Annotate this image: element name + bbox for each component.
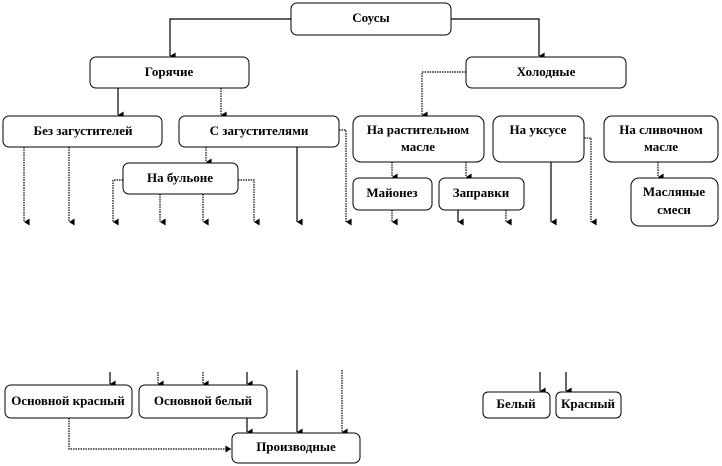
svg-text:На бульоне: На бульоне (147, 170, 213, 185)
node-mayonnaise: Майонез (352, 177, 433, 211)
svg-text:Горячие: Горячие (145, 64, 194, 79)
svg-text:На растительном: На растительном (367, 122, 469, 137)
node-butter-mixtures: Масляные смеси (630, 177, 719, 227)
svg-text:смеси: смеси (657, 202, 691, 217)
svg-text:масле: масле (644, 139, 678, 154)
svg-text:Основной белый: Основной белый (154, 393, 253, 408)
svg-text:На сливочном: На сливочном (619, 122, 703, 137)
node-basic-red: Основной красный (4, 384, 133, 419)
edge-red-derivatives (68, 418, 231, 453)
node-sauces: Соусы (290, 2, 452, 36)
svg-text:С загустителями: С загустителями (210, 123, 309, 138)
node-basic-white: Основной белый (138, 384, 268, 419)
svg-text:На уксусе: На уксусе (510, 122, 567, 137)
node-red: Красный (555, 391, 622, 419)
svg-text:Холодные: Холодные (517, 64, 576, 79)
edge-cold-veg-oil (421, 71, 466, 119)
node-dressings: Заправки (438, 177, 525, 211)
svg-text:Заправки: Заправки (453, 185, 510, 200)
node-with-thickener: С загустителями (178, 115, 340, 148)
edge-arrow (339, 129, 352, 226)
svg-text:Без загустителей: Без загустителей (34, 123, 133, 138)
svg-text:Производные: Производные (256, 439, 336, 454)
svg-text:Масляные: Масляные (643, 184, 706, 199)
node-derivatives: Производные (231, 432, 361, 464)
svg-text:Красный: Красный (561, 396, 616, 411)
node-butter: На сливочном масле (603, 115, 719, 163)
node-no-thickener: Без загустителей (2, 115, 163, 148)
edge-arrow (112, 179, 123, 226)
node-hot: Горячие (89, 56, 250, 89)
edge-arrow (238, 179, 260, 226)
svg-text:Основной красный: Основной красный (11, 393, 125, 408)
svg-text:Соусы: Соусы (352, 10, 389, 25)
node-cold: Холодные (465, 56, 627, 89)
svg-text:масле: масле (401, 139, 435, 154)
connectors (23, 18, 664, 453)
node-white: Белый (482, 391, 551, 419)
node-on-broth: На бульоне (122, 162, 239, 195)
edge-sauces-cold (451, 18, 545, 60)
node-vinegar: На уксусе (492, 115, 585, 163)
svg-text:Майонез: Майонез (366, 185, 417, 200)
node-vegetable-oil: На растительном масле (352, 115, 485, 163)
edge-arrow (584, 137, 597, 226)
edge-sauces-hot (169, 18, 291, 60)
svg-text:Белый: Белый (496, 396, 536, 411)
